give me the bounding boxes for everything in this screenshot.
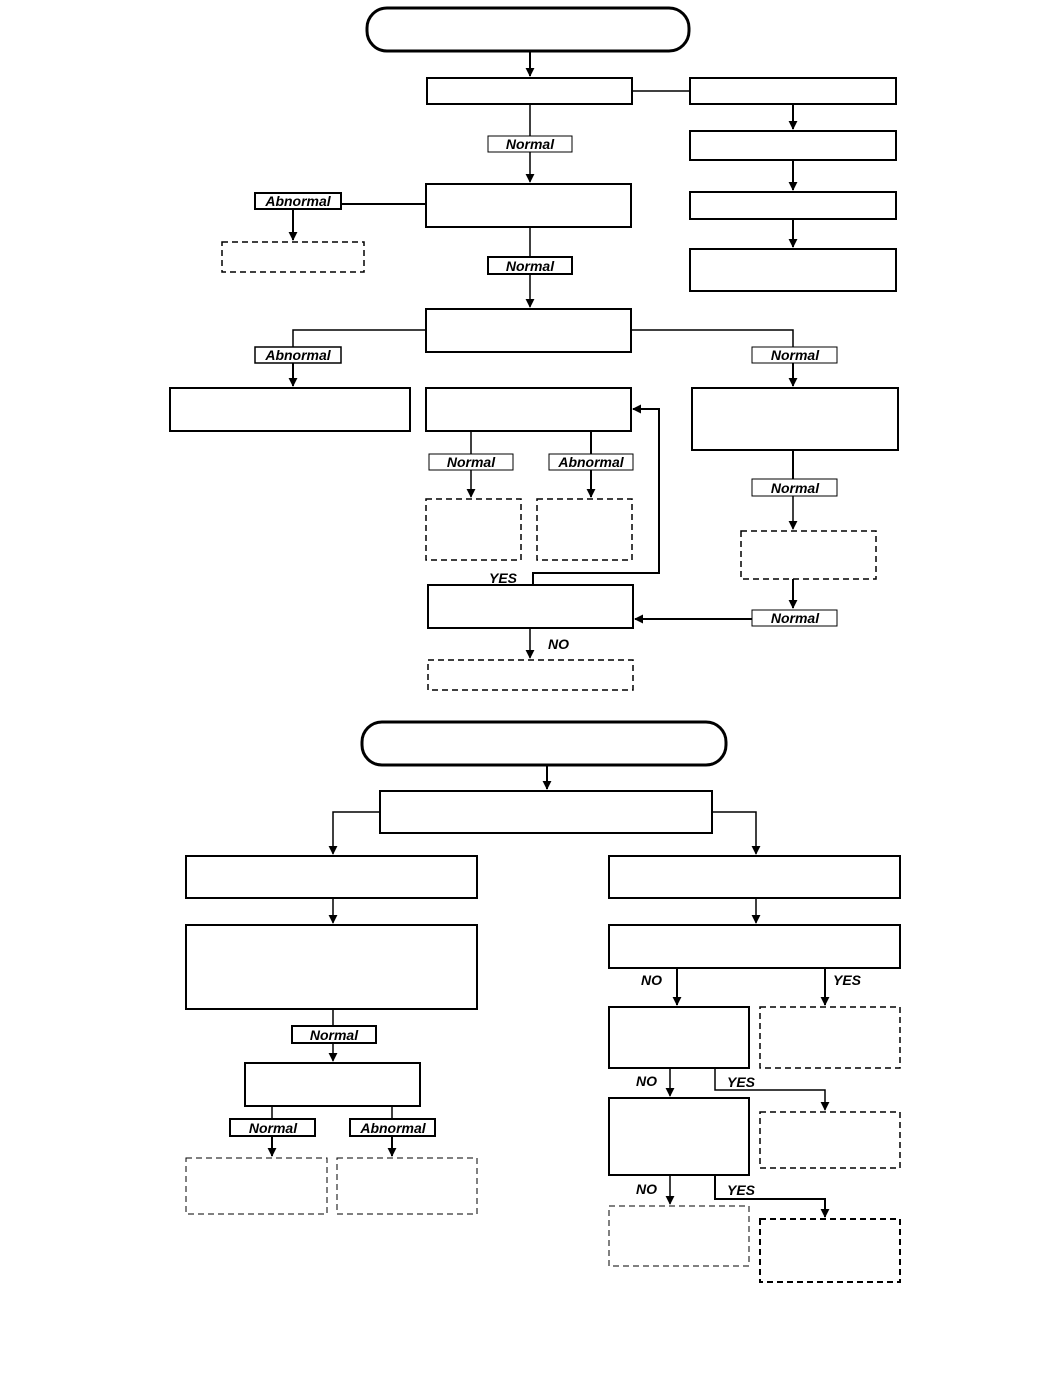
start-terminator-top [365, 6, 691, 53]
step-box-left-branch-1 [185, 855, 478, 899]
badge-normal-3 [751, 346, 838, 364]
step-box-left-branch-3 [244, 1062, 421, 1107]
flowchart-bottom [185, 720, 901, 1283]
result-box-dashed-5 [427, 659, 634, 691]
result-box-dashed-11 [759, 1218, 901, 1283]
label-normal-6: Normal [771, 610, 820, 626]
step-box-center [425, 387, 632, 432]
result-box-dashed-2 [425, 498, 522, 561]
decision-box-3 [608, 1006, 750, 1069]
label-normal-4: Normal [447, 454, 496, 470]
side-step-box-3 [689, 191, 897, 220]
connectors-top [288, 51, 798, 659]
label-yes-2: YES [727, 1074, 756, 1090]
step-box-1 [426, 77, 633, 105]
step-box-left [169, 387, 411, 432]
label-normal-3: Normal [771, 347, 820, 363]
result-box-dashed-7 [336, 1157, 478, 1215]
decision-box-2 [608, 924, 901, 969]
side-step-box-1 [689, 77, 897, 105]
result-box-dashed-8 [759, 1006, 901, 1069]
label-abnormal-4: Abnormal [359, 1120, 426, 1136]
flowchart-top [169, 6, 899, 691]
result-box-dashed-10 [608, 1205, 750, 1267]
decision-box-1 [427, 584, 634, 629]
result-box-dashed-4 [740, 530, 877, 580]
step-box-2 [425, 183, 632, 228]
badge-abnormal-1 [254, 192, 342, 210]
label-abnormal-1: Abnormal [264, 193, 331, 209]
result-box-dashed-3 [536, 498, 633, 561]
connectors-bottom [267, 765, 830, 1218]
label-yes-3: YES [727, 1182, 756, 1198]
start-terminator-bottom [360, 720, 728, 767]
badges-bottom: Normal Normal Abnormal NO YES NO YES NO … [229, 972, 862, 1198]
label-normal-5: Normal [771, 480, 820, 496]
step-box-right-branch-1 [608, 855, 901, 899]
result-box-dashed-1 [221, 241, 365, 273]
label-no-3: NO [636, 1073, 657, 1089]
badge-normal-4 [428, 453, 514, 471]
side-step-box-4 [689, 248, 897, 292]
badge-normal-8 [229, 1118, 316, 1137]
badge-normal-7 [291, 1025, 377, 1044]
label-no-1: NO [548, 636, 569, 652]
label-yes-loop: YES [489, 570, 518, 586]
side-step-box-2 [689, 130, 897, 161]
step-box-left-branch-2 [185, 924, 478, 1010]
badge-normal-2 [487, 256, 573, 275]
step-box-3 [425, 308, 632, 353]
step-box-4 [379, 790, 713, 834]
badge-abnormal-4 [349, 1118, 436, 1137]
label-normal-1: Normal [506, 136, 555, 152]
badge-abnormal-3 [548, 453, 634, 471]
badge-normal-6 [751, 609, 838, 627]
label-no-4: NO [636, 1181, 657, 1197]
badge-normal-5 [751, 478, 838, 497]
label-abnormal-3: Abnormal [557, 454, 624, 470]
decision-box-4 [608, 1097, 750, 1176]
label-normal-7: Normal [310, 1027, 359, 1043]
label-normal-8: Normal [249, 1120, 298, 1136]
label-no-2: NO [641, 972, 662, 988]
badge-abnormal-2 [254, 346, 342, 364]
badge-normal-1 [487, 135, 573, 153]
label-yes-1: YES [833, 972, 862, 988]
label-abnormal-2: Abnormal [264, 347, 331, 363]
result-box-dashed-6 [185, 1157, 328, 1215]
label-normal-2: Normal [506, 258, 555, 274]
badges-top: Normal Abnormal Normal Abnormal Normal N… [254, 135, 838, 652]
result-box-dashed-9 [759, 1111, 901, 1169]
step-box-right [691, 387, 899, 451]
